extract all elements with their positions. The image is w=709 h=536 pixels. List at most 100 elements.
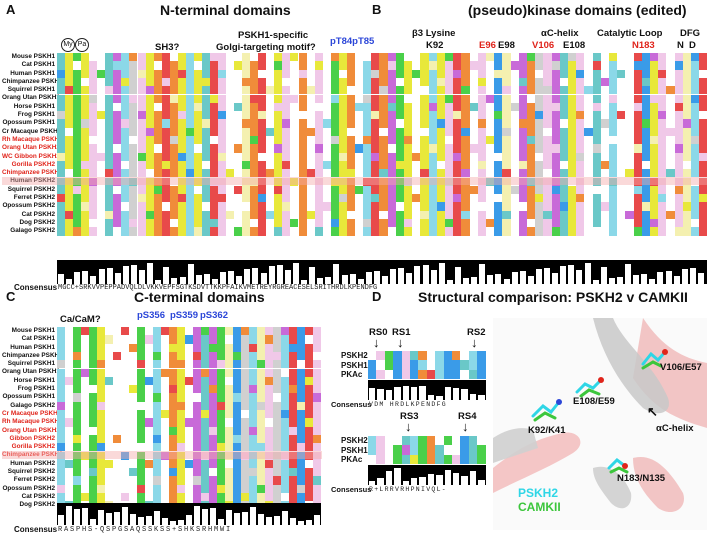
alignment-cell [249, 418, 257, 427]
alignment-cell [73, 169, 82, 178]
alignment-cell [282, 127, 291, 136]
species-label: Ferret PSKH2 [13, 194, 55, 202]
alignment-cell [633, 194, 642, 203]
alignment-cell [249, 410, 257, 419]
alignment-cell [177, 119, 186, 128]
alignment-cell [153, 376, 161, 386]
alignment-cell [209, 327, 217, 336]
alignment-cell [314, 152, 323, 161]
alignment-cell [129, 102, 138, 112]
alignment-cell [137, 493, 145, 502]
alignment-cell [658, 53, 667, 62]
alignment-cell [682, 61, 691, 70]
alignment-cell [609, 210, 618, 219]
alignment-cell [257, 351, 265, 361]
alignment-cell [65, 102, 74, 112]
alignment-cell [453, 210, 462, 219]
alignment-cell [452, 369, 461, 379]
alignment-cell [609, 119, 618, 128]
alignment-cell [436, 86, 445, 95]
alignment-cell [281, 459, 289, 469]
alignment-cell [314, 169, 323, 178]
alignment-cell [218, 111, 227, 120]
alignment-cell [153, 468, 161, 477]
alignment-cell [330, 111, 339, 120]
alignment-cell [89, 327, 97, 336]
alignment-cell [121, 53, 130, 62]
alignment-cell [89, 227, 98, 236]
alignment-cell [281, 401, 289, 410]
alignment-cell [609, 127, 618, 136]
alignment-cell [250, 152, 259, 161]
alignment-cell [592, 160, 601, 170]
alignment-cell [266, 127, 275, 136]
alignment-cell [258, 144, 267, 153]
alignment-cell [641, 127, 650, 136]
alignment-cell [153, 194, 162, 203]
alignment-cell [153, 385, 161, 394]
alignment-cell [185, 219, 194, 228]
alignment-cell [393, 369, 402, 379]
alignment-cell [609, 227, 618, 236]
alignment-cell [436, 210, 445, 219]
pt84-pt85-label: pT84pT85 [330, 36, 375, 47]
alignment-cell [379, 160, 388, 170]
alignment-cell [257, 401, 265, 410]
alignment-cell [250, 169, 259, 178]
alignment-cell [57, 102, 66, 112]
alignment-cell [401, 351, 410, 361]
alignment-cell [682, 136, 691, 145]
alignment-cell [73, 111, 82, 120]
alignment-cell [201, 360, 209, 369]
alignment-cell [535, 194, 544, 203]
alignment-cell [551, 194, 560, 203]
alignment-cell [338, 144, 347, 153]
alignment-cell [305, 327, 313, 336]
alignment-cell [314, 136, 323, 145]
alignment-cell [633, 127, 642, 136]
alignment-cell [169, 410, 177, 419]
alignment-cell [543, 53, 552, 62]
alignment-cell [274, 177, 283, 186]
alignment-cell [298, 119, 307, 128]
alignment-cell [551, 177, 560, 186]
alignment-cell [73, 194, 82, 203]
alignment-cell [73, 119, 82, 128]
logo-glyph [130, 514, 136, 525]
consensus-label-d2: Consensus [331, 485, 372, 494]
alignment-cell [387, 194, 396, 203]
alignment-cell [363, 77, 372, 87]
alignment-cell [185, 144, 194, 153]
alignment-cell [535, 185, 544, 195]
alignment-cell [527, 127, 536, 136]
alignment-cell [121, 111, 130, 120]
alignment-cell [257, 335, 265, 344]
sh3-label: SH3? [155, 42, 180, 53]
alignment-cell [314, 185, 323, 195]
alignment-cell [121, 169, 130, 178]
alignment-cell [145, 227, 154, 236]
alignment-cell [57, 69, 66, 78]
alignment-cell [699, 94, 707, 103]
alignment-cell [274, 210, 283, 219]
logo-glyph [369, 481, 376, 485]
alignment-cell [169, 459, 177, 469]
alignment-cell [242, 53, 251, 62]
alignment-cell [346, 160, 355, 170]
alignment-cell [177, 177, 186, 186]
alignment-cell [387, 127, 396, 136]
logo-glyph [179, 277, 186, 284]
alignment-cell [559, 127, 568, 136]
alignment-cell [568, 127, 577, 136]
alignment-cell [559, 136, 568, 145]
alignment-cell [265, 410, 273, 419]
alignment-cell [137, 177, 146, 186]
alignment-cell [169, 136, 178, 145]
alignment-cell [428, 169, 437, 178]
alignment-cell [225, 484, 233, 493]
alignment-cell [494, 102, 503, 112]
alignment-cell [177, 94, 186, 103]
alignment-cell [234, 227, 243, 236]
d-rows-1: PSKH2 PSKH1 PKAc [341, 351, 368, 380]
alignment-cell [674, 177, 683, 186]
